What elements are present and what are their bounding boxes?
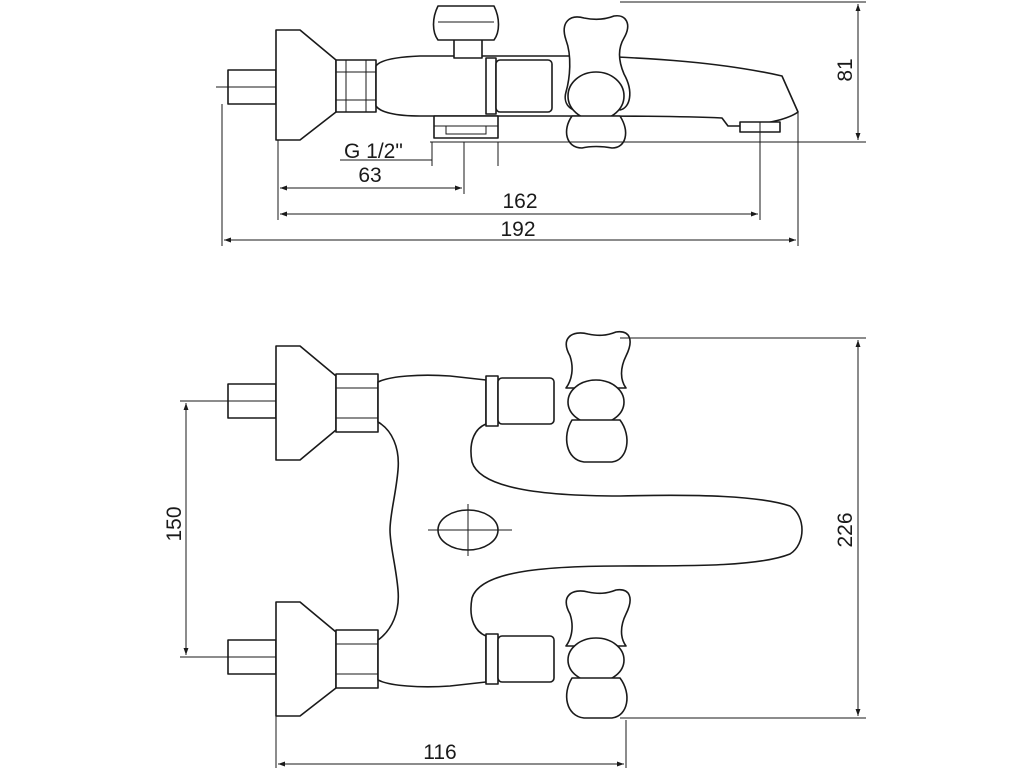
dim-162-label: 162 [502,190,537,213]
side-shower-outlet [433,115,499,139]
dim-63-label: 63 [358,164,381,187]
top-collar-upper [485,375,555,427]
dim-116-label: 116 [423,741,456,764]
dim-192-label: 192 [500,218,535,241]
side-diverter-knob [432,5,500,59]
top-inlet-upper [214,345,379,461]
side-hex-nut [335,59,377,113]
top-handle-upper [565,331,631,463]
side-wall-flange [275,29,337,141]
top-handle-lower [565,589,631,719]
side-diverter-collar [485,57,553,115]
top-dimensions: 150 226 116 [163,340,861,768]
top-center-outlet [428,504,512,556]
dim-226-label: 226 [834,512,857,547]
thread-label: G 1/2" [344,140,403,163]
side-dimensions: 63 162 192 G 1/2" 81 [221,3,861,246]
side-cross-handle [563,14,631,149]
top-inlet-lower [214,601,379,717]
top-view [214,331,866,719]
top-faucet-body [377,374,803,688]
side-view [216,1,866,149]
dim-81-label: 81 [834,58,857,81]
top-collar-lower [485,633,555,685]
dim-150-label: 150 [163,506,186,541]
side-spout-outlet [739,121,781,133]
